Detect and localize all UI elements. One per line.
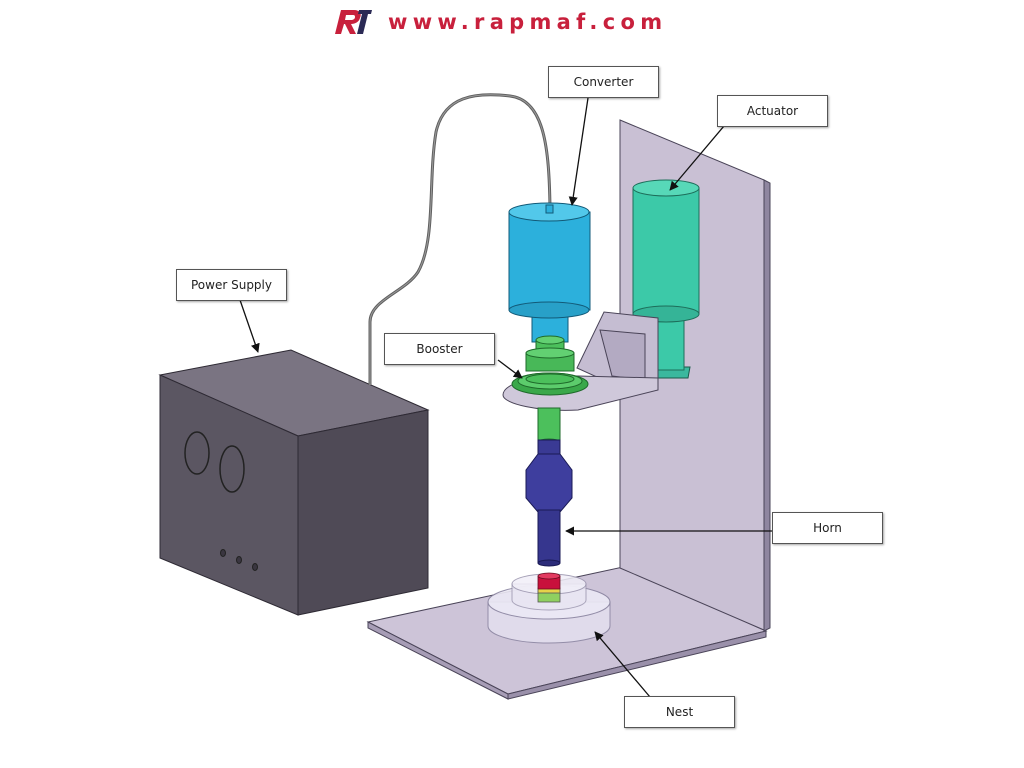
site-header: www.rapmaf.com <box>330 6 667 38</box>
nest-arrow <box>594 631 651 698</box>
converter <box>508 202 591 343</box>
actuator-label: Actuator <box>717 95 828 127</box>
power-supply-dial-right <box>219 445 245 493</box>
horn-label-text: Horn <box>813 521 842 535</box>
workpiece <box>537 572 561 603</box>
booster-arrow <box>497 359 523 379</box>
actuator-arrow <box>669 125 725 191</box>
power-supply-port <box>236 556 242 564</box>
power-supply-port <box>220 549 226 557</box>
converter-label-text: Converter <box>573 75 634 89</box>
nest-label: Nest <box>624 696 735 728</box>
actuator-label-text: Actuator <box>746 104 799 118</box>
booster <box>511 335 589 446</box>
power-supply-dial-left <box>184 431 210 475</box>
booster-label-text: Booster <box>416 342 463 356</box>
nest <box>487 573 611 644</box>
converter-arrow <box>568 97 589 206</box>
power-supply-arrow <box>239 299 260 353</box>
power-supply-label-text: Power Supply <box>191 278 272 292</box>
callout-arrows <box>239 97 772 698</box>
nest-label-text: Nest <box>665 705 694 719</box>
power-supply-label: Power Supply <box>176 269 287 301</box>
power-supply-box <box>158 349 430 616</box>
site-url[interactable]: www.rapmaf.com <box>388 10 668 34</box>
power-supply-port <box>252 563 258 571</box>
booster-label: Booster <box>384 333 495 365</box>
horn-label: Horn <box>772 512 883 544</box>
rapmaf-logo <box>335 10 372 34</box>
converter-label: Converter <box>548 66 659 98</box>
horn <box>525 439 573 567</box>
